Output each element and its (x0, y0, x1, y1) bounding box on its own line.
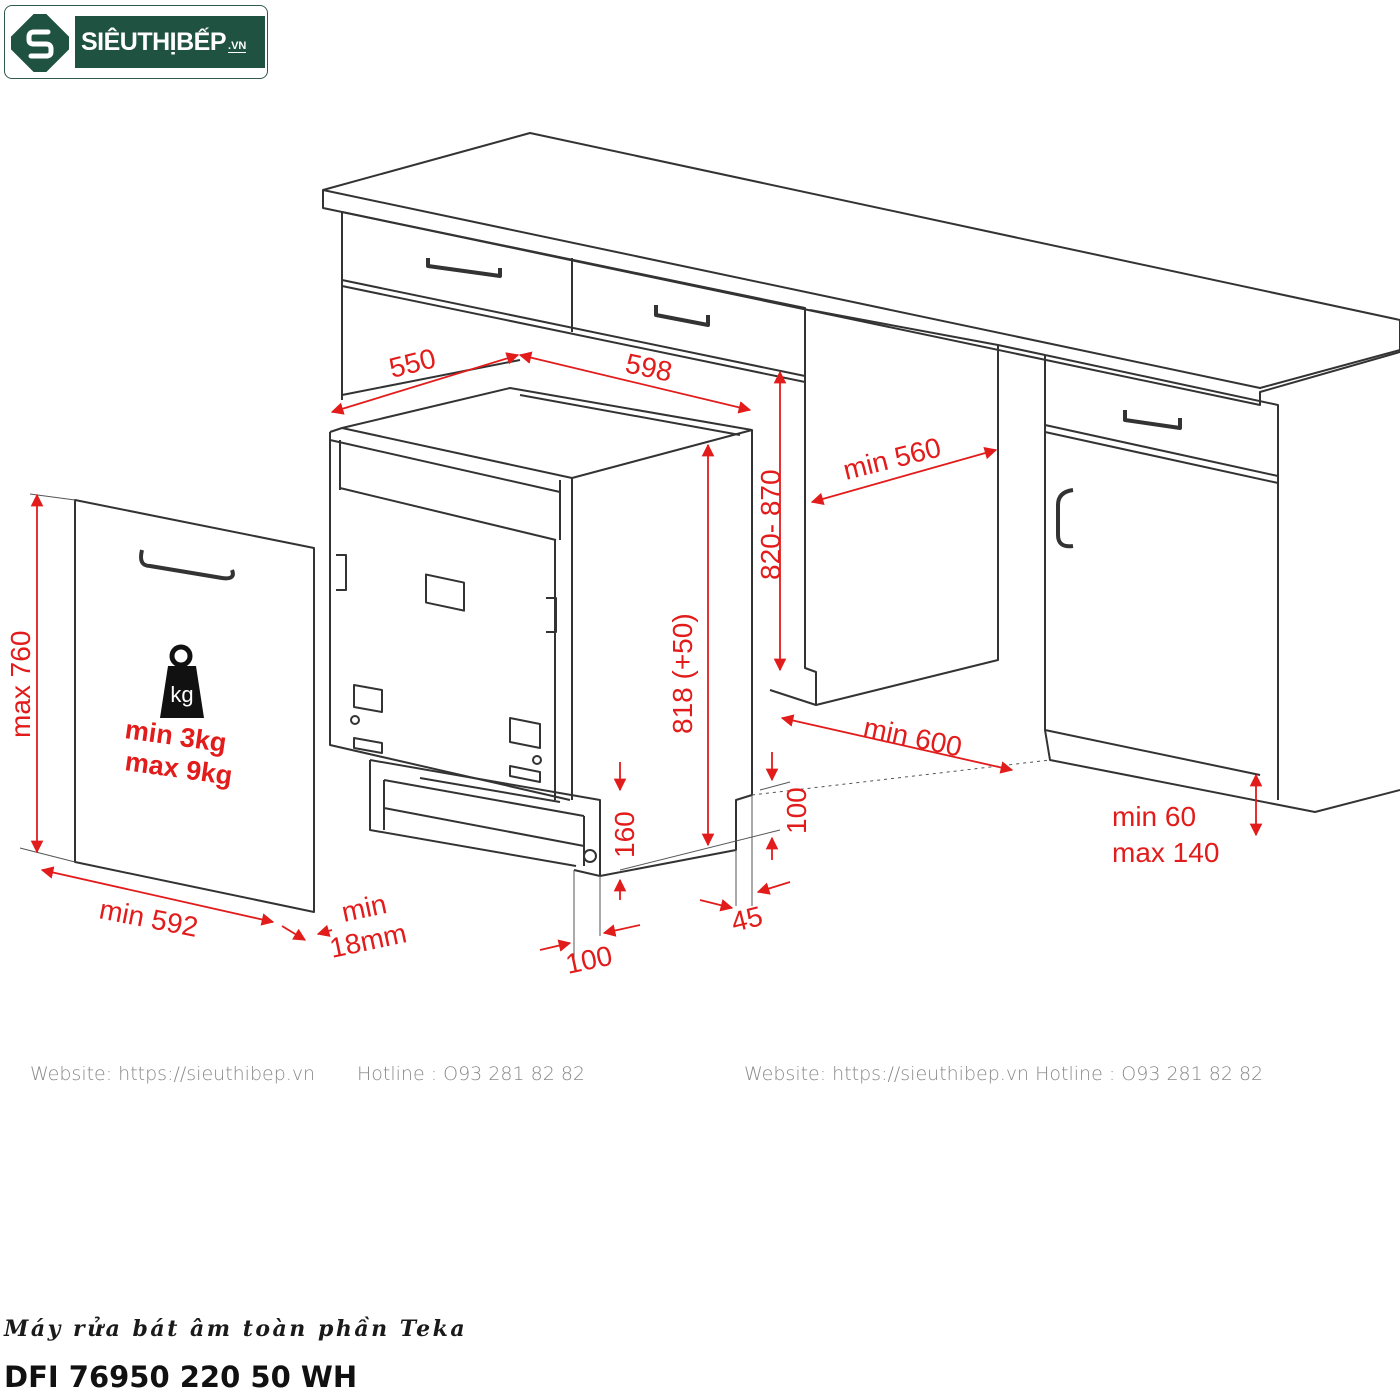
brand-logo: SIÊUTHỊBẾP .VN (4, 5, 268, 79)
arrow-depth-550 (330, 352, 520, 415)
arrow-rear-45a (699, 899, 734, 912)
label-plinth-max: max 140 (1112, 837, 1219, 868)
label-panel-height: max 760 (5, 631, 36, 738)
label-bottom-depth: 100 (563, 940, 615, 980)
label-plinth-offset: 100 (781, 787, 812, 834)
label-plinth-height: 160 (609, 811, 640, 858)
arrow-rear-45b (756, 881, 791, 895)
footer-contact-right: Website: https://sieuthibep.vn Hotline :… (744, 1063, 1264, 1085)
arrow-width-598 (518, 351, 752, 414)
label-niche-width: min 600 (861, 712, 965, 763)
arrow-niche-600 (780, 714, 1014, 774)
footer-website-left: Website: https://sieuthibep.vn (30, 1063, 316, 1085)
logo-band: SIÊUTHỊBẾP .VN (75, 16, 265, 68)
guide-lines (19, 493, 1051, 960)
weight-icon-label: kg (170, 682, 193, 707)
product-caption: Máy rửa bát âm toàn phần Teka (4, 1316, 468, 1342)
arrow-bottom-100a (539, 939, 572, 952)
label-panel-width: min 592 (97, 893, 201, 942)
arrow-panel-592 (40, 866, 275, 926)
label-appliance-height: 818 (+50) (667, 613, 698, 734)
label-plinth-min: min 60 (1112, 801, 1196, 832)
arrow-thickness-2 (316, 924, 333, 937)
logo-name: SIÊUTHỊBẾP (81, 27, 227, 56)
label-rear-gap: 45 (728, 900, 766, 938)
footer-hotline-left: Hotline : O93 281 82 82 (357, 1063, 585, 1085)
weight-kg-icon: kg (160, 644, 204, 718)
arrow-bottom-100b (602, 924, 641, 937)
logo-suffix: .VN (228, 39, 247, 53)
cabinet-linework (74, 132, 1400, 913)
product-model: DFI 76950 220 50 WH (4, 1360, 358, 1394)
arrow-niche-560 (810, 447, 998, 505)
label-thickness-value: 18mm (327, 917, 410, 963)
label-niche-depth: min 560 (840, 432, 944, 486)
dimension-arrows (30, 351, 1263, 952)
label-height-range: 820- 870 (755, 469, 786, 580)
arrow-thickness (281, 925, 307, 941)
logo-mark-icon (11, 14, 69, 72)
